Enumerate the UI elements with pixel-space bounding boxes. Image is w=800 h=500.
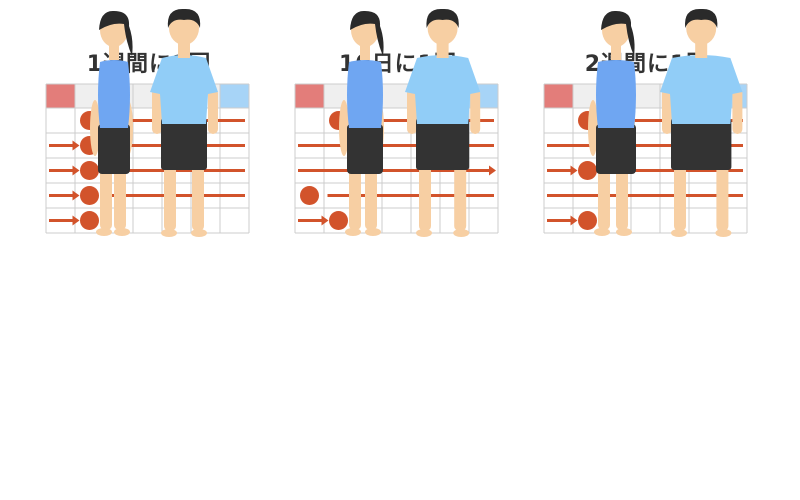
man-foot [671, 229, 687, 237]
woman-foot [345, 228, 361, 236]
man-leg-right [454, 165, 467, 231]
woman-leg-right [114, 160, 126, 230]
man-neck [178, 42, 190, 58]
arrow-head [72, 190, 80, 201]
woman-arm-left [339, 100, 349, 156]
woman-foot [365, 228, 381, 236]
woman-arm-left [90, 100, 100, 156]
visit-dot [300, 186, 319, 205]
woman-leg-left [100, 160, 112, 230]
man-leg-left [674, 165, 686, 231]
calendar-header-cell [295, 84, 324, 108]
woman-shorts [98, 124, 130, 174]
woman-foot [616, 228, 632, 236]
arrow-head [321, 215, 329, 226]
man-neck [436, 42, 449, 58]
arrow-head [72, 165, 80, 176]
man-arm-left [152, 88, 162, 134]
arrow-head [489, 165, 496, 176]
man-hair [685, 8, 718, 28]
arrow-head [570, 215, 578, 226]
people-illustration [588, 8, 743, 237]
visit-dot [578, 211, 597, 230]
woman-neck [360, 42, 370, 60]
woman-hair [601, 10, 635, 56]
visit-dot [578, 161, 597, 180]
man-hair [426, 8, 459, 28]
man-foot [161, 229, 177, 237]
man-foot [416, 229, 432, 237]
man-tshirt [405, 55, 481, 124]
woman-shorts [347, 124, 383, 174]
woman-leg-left [598, 160, 610, 230]
man-foot [191, 229, 207, 237]
man-figure [660, 8, 743, 237]
man-leg-right [716, 165, 729, 231]
woman-figure [339, 10, 384, 236]
man-leg-right [192, 165, 204, 231]
woman-leg-right [616, 160, 628, 230]
woman-hair [350, 10, 384, 56]
man-figure [405, 8, 481, 237]
visit-dot [329, 211, 348, 230]
man-shorts [416, 118, 470, 170]
man-arm-right [208, 88, 218, 134]
man-leg-left [164, 165, 176, 231]
calendar-header-cell [220, 84, 249, 108]
woman-hair [99, 10, 133, 56]
man-hair [167, 8, 201, 28]
arrow-head [570, 165, 578, 176]
panel-weekly: 1週間に1回 [44, 0, 254, 500]
arrow-head [72, 140, 80, 151]
man-arm-right [470, 88, 481, 134]
woman-figure [588, 10, 636, 236]
woman-arm-left [588, 100, 598, 156]
man-foot [453, 229, 470, 237]
woman-leg-right [365, 160, 377, 230]
woman-foot [96, 228, 112, 236]
panel-ten-days: 10日に1回 [293, 0, 503, 500]
people-illustration [339, 8, 481, 237]
arrow-head [72, 215, 80, 226]
woman-neck [611, 42, 621, 60]
woman-foot [594, 228, 610, 236]
man-tshirt [660, 55, 743, 124]
panel-biweekly: 2週間に1回 [542, 0, 752, 500]
visit-dot [80, 161, 99, 180]
calendar-header-cell [382, 84, 411, 108]
woman-neck [109, 42, 119, 60]
woman-foot [114, 228, 130, 236]
man-arm-left [407, 88, 417, 134]
man-leg-left [419, 165, 431, 231]
people-illustration [90, 8, 218, 237]
woman-shorts [596, 124, 636, 174]
calendar-header-cell [46, 84, 75, 108]
man-arm-right [732, 88, 743, 134]
woman-tank-top [98, 60, 130, 128]
woman-tank-top [596, 60, 636, 128]
woman-figure [90, 10, 133, 236]
woman-tank-top [347, 60, 383, 128]
visit-dot [80, 211, 99, 230]
man-foot [715, 229, 732, 237]
calendar-header-cell [544, 84, 573, 108]
woman-leg-left [349, 160, 361, 230]
man-arm-left [662, 88, 672, 134]
man-shorts [671, 118, 732, 170]
man-shorts [161, 118, 207, 170]
man-neck [695, 42, 708, 58]
man-tshirt [150, 55, 218, 124]
man-figure [150, 8, 218, 237]
visit-dot [80, 186, 99, 205]
